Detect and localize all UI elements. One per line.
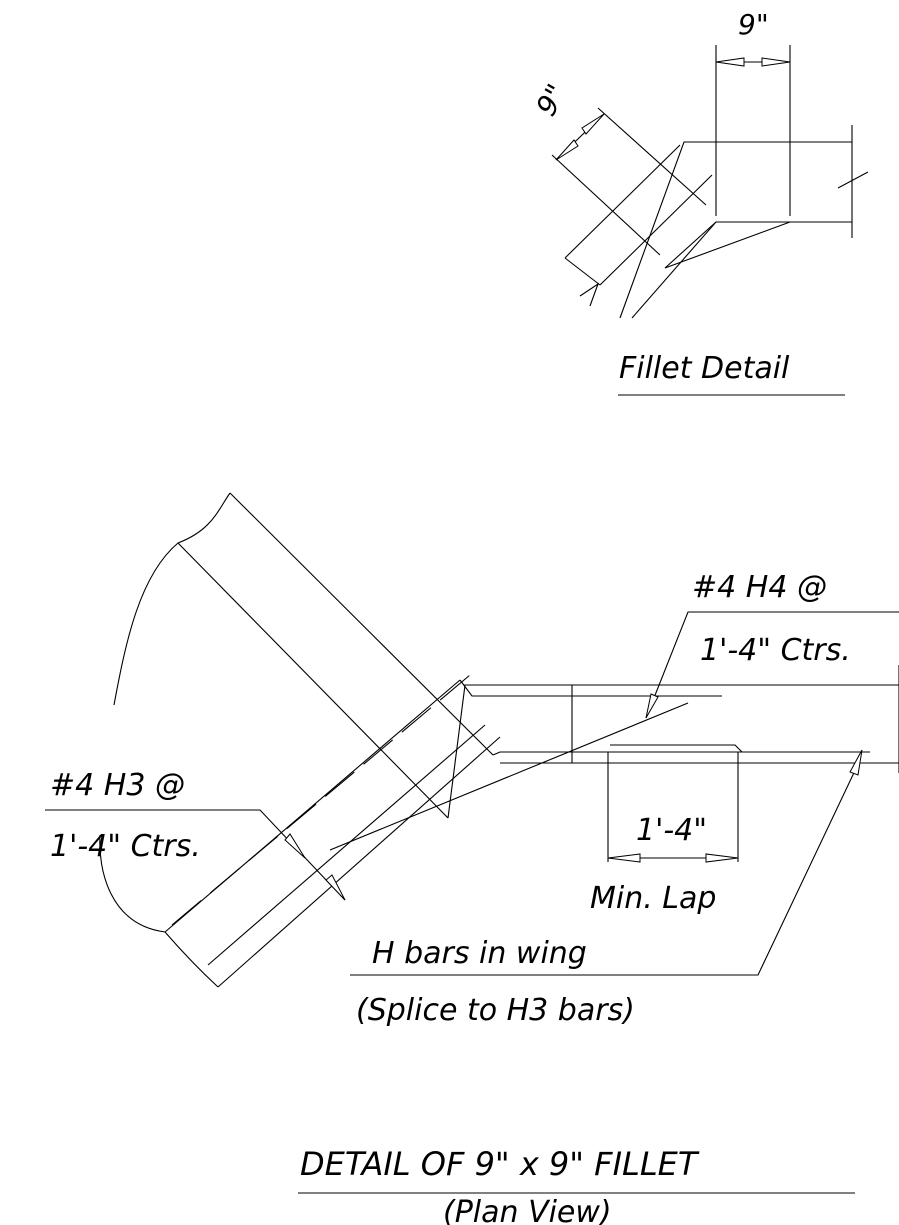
fillet-detail-title: Fillet Detail [619,351,790,386]
section-line-c [564,257,601,286]
wing-inner-edge [177,542,449,819]
break-mark-right [837,171,869,189]
h3-label-line1: #4 H3 @ [50,768,185,803]
plan-view: #4 H4 @ 1'-4" Ctrs. #4 H3 @ 1'-4" Ctrs. … [45,492,899,1225]
arrow-right [761,57,791,67]
wing-note-line2: (Splice to H3 bars) [356,993,635,1028]
lap-arrow-right [705,853,739,863]
h3-leader [45,809,346,901]
plan-view-subtitle: (Plan View) [443,1195,612,1225]
fillet-dim-diagonal: 9" [529,78,573,121]
h4-label-line2: 1'-4" Ctrs. [700,633,851,668]
fillet-face-left [664,221,717,269]
wing-bar-line [164,679,461,933]
headwall-front-bar [492,751,870,756]
lap-dim-text: 1'-4" [636,813,707,848]
break-outline-bottom [99,834,219,988]
h4-leader-arrow [645,693,659,719]
break-mark-left [579,282,600,307]
fillet-detail: 9" 9" Fillet Detail [529,8,869,396]
fillet-dim-horizontal: 9" [738,8,769,41]
ext-line-diag-b [551,154,661,256]
lap-note: Min. Lap [590,881,716,916]
h4-bar [459,679,722,697]
section-line-a [564,144,681,259]
h3-splice-bar [610,744,743,753]
wing-note-arrow [849,749,863,776]
ext-line-diag-a [597,107,707,206]
h4-leader [645,611,899,719]
wing-note-leader [350,759,861,976]
wing-bar-dashed [171,674,471,926]
arrow-left [715,57,745,67]
fillet-bar [329,702,689,851]
h3-leader-arrow-2 [325,874,346,901]
section-line-b [599,174,713,286]
arrow-diag-top [581,113,605,135]
arrow-diag-bottom [555,139,579,161]
plan-view-title: DETAIL OF 9" x 9" FILLET [300,1145,700,1183]
fillet-wall-outline [619,141,852,319]
lap-arrow-left [607,853,641,863]
h4-label-line1: #4 H4 @ [692,570,827,605]
fillet-inner-corner [631,221,852,319]
h3-label-line2: 1'-4" Ctrs. [50,829,201,864]
break-outline-top [113,492,231,706]
wing-note-line1: H bars in wing [372,936,587,971]
headwall-back-face [447,684,899,819]
wing-top-edge [229,492,494,756]
h3-leader-arrow-1 [284,833,306,859]
wing-face-inner [207,724,486,966]
fillet-face [664,221,791,269]
